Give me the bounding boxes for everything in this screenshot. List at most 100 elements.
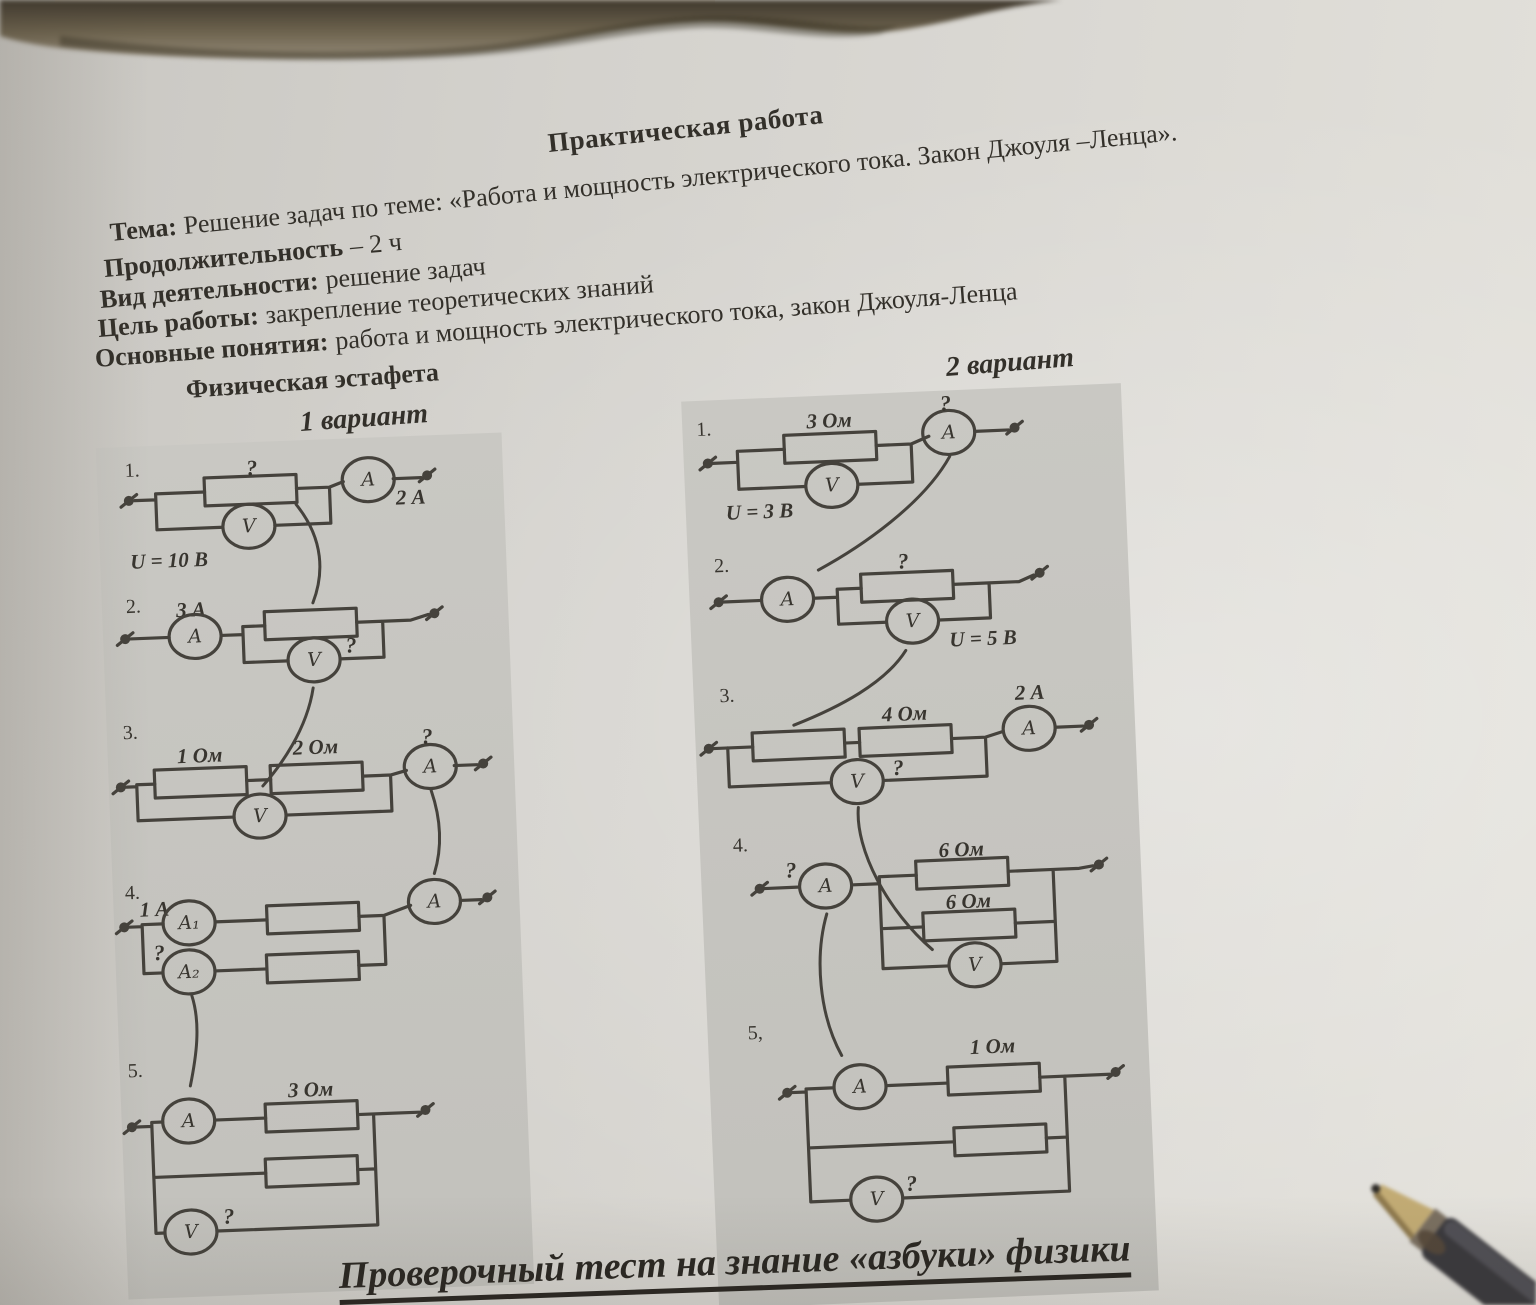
- circuit-v1-2: 2. 3 А A V ?: [115, 595, 445, 685]
- wires: [133, 476, 423, 532]
- resistor: [782, 429, 879, 465]
- ammeter-letter: A: [851, 1075, 868, 1098]
- voltmeter-letter: V: [824, 474, 841, 497]
- wires: [790, 1072, 1112, 1204]
- unknown-label: ?: [153, 940, 165, 965]
- voltmeter-letter: V: [184, 1221, 201, 1244]
- resistor: [952, 1122, 1049, 1158]
- unknown-label: ?: [246, 455, 258, 480]
- unknown-label: ?: [785, 857, 797, 882]
- terminal: [1105, 1064, 1126, 1080]
- ammeter-letter: A: [939, 421, 956, 444]
- relay-arrow: [856, 806, 934, 952]
- circuit-v2-4: 4. 6 Ом 6 Ом A V ?: [732, 834, 1109, 990]
- wires: [128, 612, 431, 665]
- pen: [1371, 1184, 1536, 1305]
- voltmeter-letter: V: [905, 610, 922, 633]
- circuit-v2-5: 5, 1 Ом A V ?: [747, 1022, 1126, 1224]
- current-label: 2 А: [1013, 680, 1045, 705]
- unknown-label: ?: [939, 390, 951, 415]
- resistor-label: 3 Ом: [286, 1076, 333, 1102]
- resistor: [262, 606, 359, 642]
- resistor: [945, 1061, 1042, 1097]
- resistor: [750, 727, 847, 763]
- ammeter-letter: A: [425, 890, 442, 913]
- relay-arrow: [816, 454, 952, 572]
- terminal: [417, 467, 437, 484]
- resistor: [858, 568, 956, 604]
- circuit-v1-1: 1. V A ? 2 А U = 10 В: [119, 455, 437, 574]
- voltmeter-letter: V: [869, 1188, 886, 1211]
- circuit-v2-1: 1. 3 Ом V A ? U = 3 В: [696, 390, 1025, 525]
- variant1-panel: 1. V A ? 2 А U = 10 В 2. 3 А A V ?: [95, 432, 535, 1300]
- ammeter-letter: A: [421, 755, 438, 778]
- wires: [712, 724, 1085, 789]
- wires: [763, 864, 1095, 971]
- circuit-number: 4.: [124, 882, 140, 905]
- wires: [722, 573, 1036, 626]
- terminal: [1029, 564, 1050, 581]
- wires: [711, 428, 1011, 491]
- circuit-v1-4: 4. 1 А A₁ A₂ A ?: [114, 876, 498, 997]
- resistor-label: 3 Ом: [805, 407, 852, 433]
- table-dark-band: [0, 0, 1062, 61]
- voltmeter-letter: V: [850, 770, 867, 793]
- relay-arrow: [792, 648, 908, 727]
- variant2-circuits: 1. 3 Ом V A ? U = 3 В 2. A V ? U = 5 В: [696, 390, 1126, 1224]
- circuit-number: 5,: [747, 1022, 763, 1045]
- circuit-number: 2.: [125, 595, 141, 618]
- current-label: 2 А: [394, 484, 426, 509]
- terminal: [1004, 419, 1025, 436]
- resistor: [268, 760, 365, 796]
- terminal: [477, 889, 498, 906]
- resistor: [263, 1153, 360, 1189]
- ammeter-letter: A: [778, 588, 795, 611]
- resistor: [857, 722, 954, 759]
- unknown-label: ?: [223, 1203, 235, 1228]
- pen-body: [1421, 1217, 1536, 1305]
- voltage-label: U = 3 В: [725, 498, 793, 525]
- ammeter-letter: A: [359, 468, 376, 491]
- resistor: [264, 949, 361, 985]
- resistor: [152, 764, 249, 800]
- ammeter-letter: A: [816, 875, 833, 898]
- circuit-v1-5: 5. 3 Ом A V ?: [122, 1060, 436, 1257]
- ammeter-letter: A: [1020, 717, 1037, 740]
- wires: [135, 1110, 422, 1235]
- unknown-label: ?: [897, 548, 909, 573]
- voltmeter-letter: V: [253, 805, 270, 828]
- circuit-number: 4.: [732, 834, 748, 857]
- voltage-label: U = 5 В: [949, 625, 1017, 652]
- meta-text: – 2 ч: [348, 226, 403, 261]
- variant2-panel: 1. 3 Ом V A ? U = 3 В 2. A V ? U = 5 В: [681, 383, 1159, 1305]
- resistor: [921, 907, 1018, 943]
- pen-cone-shade: [1373, 1189, 1415, 1240]
- ammeter2-letter: A₂: [176, 961, 200, 984]
- resistor: [263, 1098, 360, 1134]
- circuit-v2-2: 2. A V ? U = 5 В: [708, 548, 1050, 652]
- relay-arrow: [188, 994, 199, 1088]
- pen-ball-tip: [1371, 1184, 1381, 1194]
- unknown-label: ?: [421, 723, 433, 748]
- resistor: [264, 900, 362, 936]
- circuit-v2-3: 3. 4 Ом 2 А V A ?: [698, 680, 1099, 807]
- resistor: [914, 855, 1011, 891]
- relay-arrow: [429, 788, 442, 875]
- relay-arrows: [792, 454, 952, 1057]
- resistor-label: 1 Ом: [969, 1033, 1015, 1059]
- voltmeter-letter: V: [968, 953, 985, 976]
- circuit-v1-3: 3. 1 Ом 2 Ом V A ?: [111, 722, 494, 841]
- voltmeter-letter: V: [307, 649, 324, 672]
- circuit-number: 1.: [696, 418, 712, 441]
- relay-arrow: [294, 502, 322, 605]
- pen-cone: [1373, 1184, 1434, 1240]
- relay-arrow: [261, 686, 315, 788]
- meta-label: Тема:: [108, 211, 179, 247]
- voltage-label: U = 10 В: [130, 547, 209, 574]
- pen-body-highlight: [1444, 1221, 1536, 1305]
- wires: [127, 898, 484, 976]
- voltmeter-letter: V: [242, 515, 259, 538]
- circuit-number: 2.: [714, 555, 730, 578]
- resistor-label: 2 Ом: [291, 734, 338, 760]
